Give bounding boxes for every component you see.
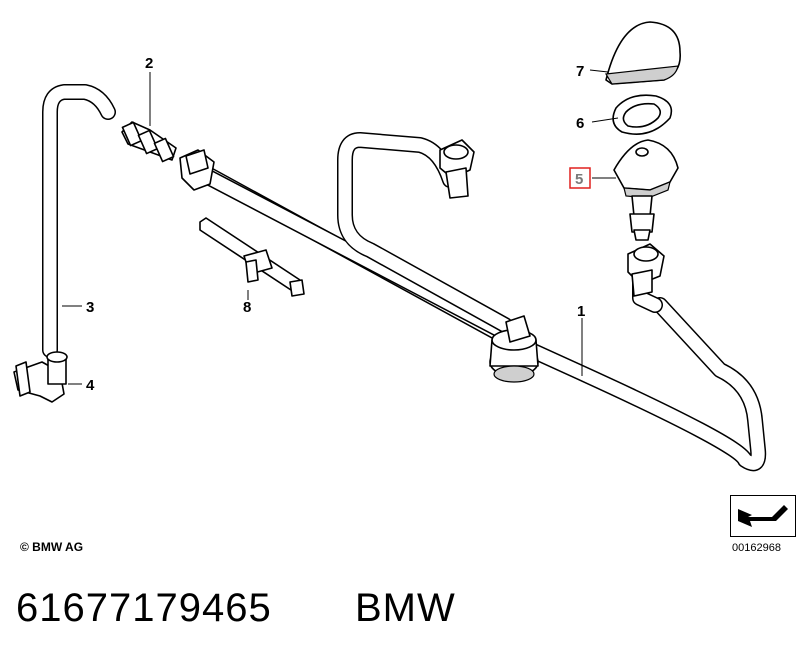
part-7-nozzle-cover <box>605 21 681 85</box>
part-2-quick-connector <box>121 121 177 163</box>
part-8-cable-tie <box>199 217 305 297</box>
callout-2: 2 <box>145 55 153 72</box>
callout-4: 4 <box>86 377 95 394</box>
part-1-main-hose <box>192 132 767 472</box>
left-hose-coupling <box>179 149 215 191</box>
copyright-label: © BMW AG <box>20 540 84 554</box>
right-hose-connector <box>627 243 665 297</box>
callout-labels: 2 3 4 8 1 7 6 5 <box>86 55 591 394</box>
callout-8: 8 <box>243 299 251 316</box>
callout-3: 3 <box>86 299 94 316</box>
part-4-elbow-connector <box>13 351 68 403</box>
callout-6: 6 <box>576 115 584 132</box>
brand-name: BMW <box>355 586 456 630</box>
diagram-document-number: 00162968 <box>732 542 781 554</box>
callout-1: 1 <box>577 303 585 320</box>
highlight-box-5 <box>569 167 591 189</box>
center-valve <box>489 315 539 383</box>
callout-5: 5 <box>575 171 583 188</box>
part-number: 61677179465 <box>16 586 272 630</box>
loop-top-connector <box>439 139 475 199</box>
part-6-seal <box>612 94 673 135</box>
callout-7: 7 <box>576 63 584 80</box>
part-3-hose <box>42 84 116 358</box>
part-5-washer-nozzle <box>613 139 679 241</box>
direction-arrow-icon <box>730 495 796 537</box>
leader-lines <box>62 69 619 385</box>
